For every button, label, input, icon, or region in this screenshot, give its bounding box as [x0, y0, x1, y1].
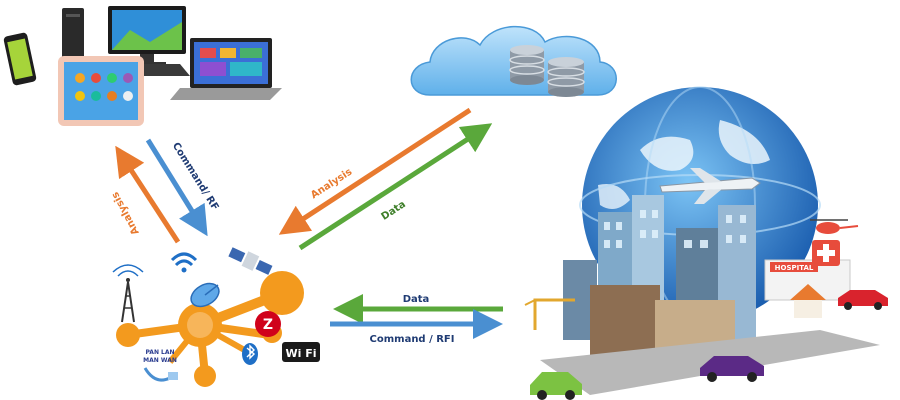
bluetooth-icon: [242, 343, 258, 365]
database-icon: [509, 45, 545, 85]
hospital-sign: HOSPITAL: [775, 264, 814, 272]
network-types-line1: PAN LAN: [145, 349, 174, 356]
arrow-devices-analysis: [115, 145, 181, 244]
ethernet-cable-icon: [143, 367, 178, 382]
computer-devices-icon: [3, 6, 282, 126]
connectivity-hub: Z Wi Fi PAN LAN MAN WAN: [112, 247, 320, 387]
label-cloud-analysis: Analysis: [309, 166, 354, 201]
label-devices-analysis: Analysis: [110, 190, 142, 237]
satellite-dish-icon: [190, 282, 220, 308]
label-cloud-data: Data: [379, 199, 407, 223]
radio-tower-icon: [112, 264, 144, 323]
network-types-line2: MAN WAN: [143, 357, 177, 364]
wifi-wordmark: Wi Fi: [285, 347, 316, 360]
airplane-icon: [659, 168, 761, 204]
arrow-devices-command: [145, 138, 208, 237]
database-icon: [547, 57, 585, 97]
house-icon: [790, 284, 826, 318]
car-icon-green: [530, 372, 582, 400]
smart-city-globe-icon: HOSPITAL: [524, 86, 888, 400]
car-icon-purple: [700, 356, 764, 382]
label-devices-command: Command/ RF: [170, 141, 221, 213]
zigbee-icon: Z: [255, 311, 281, 337]
arrow-cloud-data: [298, 123, 493, 251]
label-city-data: Data: [403, 294, 430, 305]
satellite-icon: [228, 247, 273, 275]
cloud-database-icon: [410, 25, 617, 97]
wifi-signal-icon: [170, 252, 198, 273]
helicopter-icon: [810, 219, 859, 234]
wifi-logo: Wi Fi: [282, 342, 320, 362]
label-city-command: Command / RFI: [370, 334, 455, 345]
car-icon-red: [838, 290, 888, 310]
zigbee-letter: Z: [263, 317, 273, 333]
arrow-cloud-analysis: [278, 107, 472, 235]
